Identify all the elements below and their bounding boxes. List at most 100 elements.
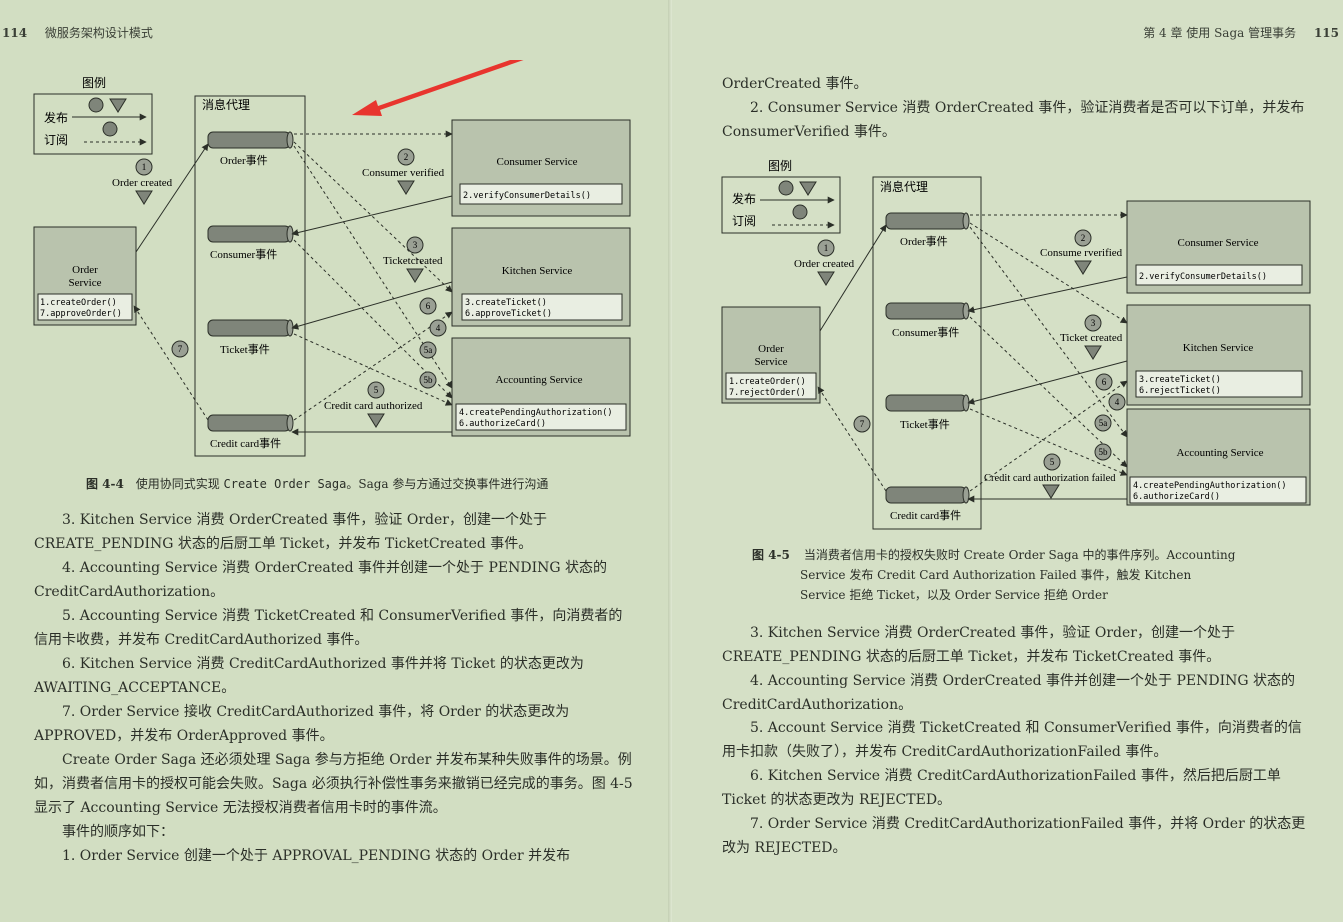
step-6: 6 [419, 297, 437, 315]
svg-text:1: 1 [142, 162, 147, 172]
running-head: 微服务架构设计模式 [44, 26, 153, 40]
step-3: 3 [406, 236, 424, 254]
consumer-service-box: Consumer Service 2.verifyConsumerDetails… [451, 119, 631, 217]
svg-text:7: 7 [860, 419, 865, 429]
channel-order: Order事件 [885, 212, 970, 248]
legend-publish: 发布 [732, 191, 756, 206]
svg-text:2: 2 [1081, 233, 1086, 243]
svg-text:Accounting Service: Accounting Service [1176, 447, 1263, 459]
svg-text:Service: Service [755, 356, 788, 368]
svg-text:6: 6 [426, 301, 431, 311]
legend: 图例 发布 订阅 [721, 159, 841, 234]
svg-text:4.createPendingAuthorization(): 4.createPendingAuthorization() [1133, 481, 1287, 491]
svg-text:Ticket事件: Ticket事件 [900, 418, 950, 431]
step-4: 4 [1108, 393, 1126, 411]
svg-text:Consumer事件: Consumer事件 [210, 248, 277, 261]
paragraph: 3. Kitchen Service 消费 OrderCreated 事件，验证… [34, 512, 547, 552]
event-credit-card-authorization-failed: Credit card authorization failed [984, 473, 1116, 484]
step-4: 4 [429, 319, 447, 337]
paragraph: 7. Order Service 接收 CreditCardAuthorized… [34, 704, 570, 744]
channel-credit-card: Credit card事件 [885, 486, 970, 522]
svg-text:1.createOrder(): 1.createOrder() [729, 377, 806, 387]
step-6: 6 [1095, 373, 1113, 391]
page-number: 115 [1313, 26, 1339, 40]
channel-consumer: Consumer事件 [207, 225, 294, 261]
event-order-created: Order created [112, 177, 173, 189]
step-5b: 5b [1094, 443, 1112, 461]
svg-text:3: 3 [413, 240, 418, 250]
paragraph: 6. Kitchen Service 消费 CreditCardAuthoriz… [34, 656, 584, 696]
svg-text:Ticket事件: Ticket事件 [220, 343, 270, 356]
svg-text:Credit card事件: Credit card事件 [890, 509, 961, 522]
event-ticket-created: Ticket created [1060, 332, 1123, 344]
kitchen-service-box: Kitchen Service 3.createTicket() 6.appro… [451, 227, 631, 327]
event-arrows [817, 211, 1128, 503]
page-number: 114 [2, 26, 28, 40]
legend-title: 图例 [82, 76, 106, 90]
figure-4-4: 图例 发布 订阅 消息代理 Order事件 Consumer事件 [33, 60, 631, 457]
svg-text:Consumer事件: Consumer事件 [892, 326, 959, 339]
broker-title: 消息代理 [202, 97, 250, 112]
svg-text:2.verifyConsumerDetails(): 2.verifyConsumerDetails() [1139, 272, 1267, 282]
svg-text:Kitchen Service: Kitchen Service [1183, 342, 1254, 354]
step-5: 5 [367, 381, 385, 399]
event-consumer-verified: Consume rverified [1040, 247, 1123, 259]
paragraph: 1. Order Service 创建一个处于 APPROVAL_PENDING… [62, 848, 571, 864]
svg-text:5: 5 [374, 385, 379, 395]
event-credit-card-authorized: Credit card authorized [324, 400, 423, 412]
figure-4-5: 图例 发布 订阅 消息代理 Order事件 Consumer事件 [721, 159, 1311, 530]
event-order-created: Order created [794, 258, 855, 270]
svg-text:5: 5 [1050, 457, 1055, 467]
annotation-arrow [352, 60, 524, 116]
paragraph: Create Order Saga 还必须处理 Saga 参与方拒绝 Order… [34, 752, 633, 816]
step-2: 2 [397, 148, 415, 166]
legend-subscribe: 订阅 [732, 214, 756, 228]
svg-text:6.rejectTicket(): 6.rejectTicket() [1139, 386, 1221, 396]
message-broker: 消息代理 Order事件 Consumer事件 Ticket事件 Credit … [872, 176, 982, 530]
paragraph: 7. Order Service 消费 CreditCardAuthorizat… [722, 816, 1306, 856]
paragraph: OrderCreated 事件。 [722, 76, 868, 92]
legend: 图例 发布 订阅 [33, 76, 153, 155]
svg-text:4: 4 [1115, 397, 1120, 407]
order-service-box: Order Service 1.createOrder() 7.rejectOr… [721, 306, 821, 404]
step-5a: 5a [1094, 414, 1112, 432]
svg-text:4: 4 [436, 323, 441, 333]
accounting-service-box: Accounting Service 4.createPendingAuthor… [451, 337, 631, 437]
paragraph: 6. Kitchen Service 消费 CreditCardAuthoriz… [722, 768, 1281, 808]
svg-text:Order: Order [758, 343, 784, 355]
message-broker: 消息代理 Order事件 Consumer事件 Ticket事件 Credit … [194, 95, 306, 457]
kitchen-service-box: Kitchen Service 3.createTicket() 6.rejec… [1126, 304, 1311, 406]
channel-consumer: Consumer事件 [885, 302, 970, 339]
channel-credit-card: Credit card事件 [207, 414, 294, 450]
right-header: 第 4 章 使用 Saga 管理事务 115 [1143, 24, 1339, 41]
left-page: 114 微服务架构设计模式 图例 发布 订阅 消息代理 [2, 26, 633, 864]
svg-text:1.createOrder(): 1.createOrder() [40, 298, 117, 308]
step-5b: 5b [419, 371, 437, 389]
consumer-service-box: Consumer Service 2.verifyConsumerDetails… [1126, 200, 1311, 294]
channel-ticket: Ticket事件 [207, 319, 294, 356]
svg-text:3.createTicket(): 3.createTicket() [465, 298, 547, 308]
paragraph: 4. Accounting Service 消费 OrderCreated 事件… [34, 560, 608, 600]
svg-text:7: 7 [178, 344, 183, 354]
svg-text:Service: Service [69, 277, 102, 289]
svg-text:Order: Order [72, 264, 98, 276]
svg-text:Order事件: Order事件 [900, 235, 948, 248]
right-page: 第 4 章 使用 Saga 管理事务 115 OrderCreated 事件。 … [672, 0, 1343, 922]
svg-text:6.authorizeCard(): 6.authorizeCard() [1133, 492, 1220, 502]
svg-text:6: 6 [1102, 377, 1107, 387]
svg-text:5b: 5b [1099, 447, 1109, 457]
step-7: 7 [171, 340, 189, 358]
svg-text:Consumer Service: Consumer Service [497, 156, 578, 168]
step-7: 7 [853, 415, 871, 433]
svg-text:Credit card事件: Credit card事件 [210, 437, 281, 450]
step-5: 5 [1043, 453, 1061, 471]
event-consumer-verified: Consumer verified [362, 167, 445, 179]
step-1: 1 [135, 158, 153, 176]
svg-text:5b: 5b [424, 375, 434, 385]
step-1: 1 [817, 239, 835, 257]
event-arrows [133, 130, 453, 436]
svg-text:4.createPendingAuthorization(): 4.createPendingAuthorization() [459, 408, 613, 418]
svg-text:Order事件: Order事件 [220, 154, 268, 167]
step-markers: 1 Order created 2 Consumer verified 3 Ti… [112, 148, 447, 428]
channel-order: Order事件 [207, 131, 294, 167]
